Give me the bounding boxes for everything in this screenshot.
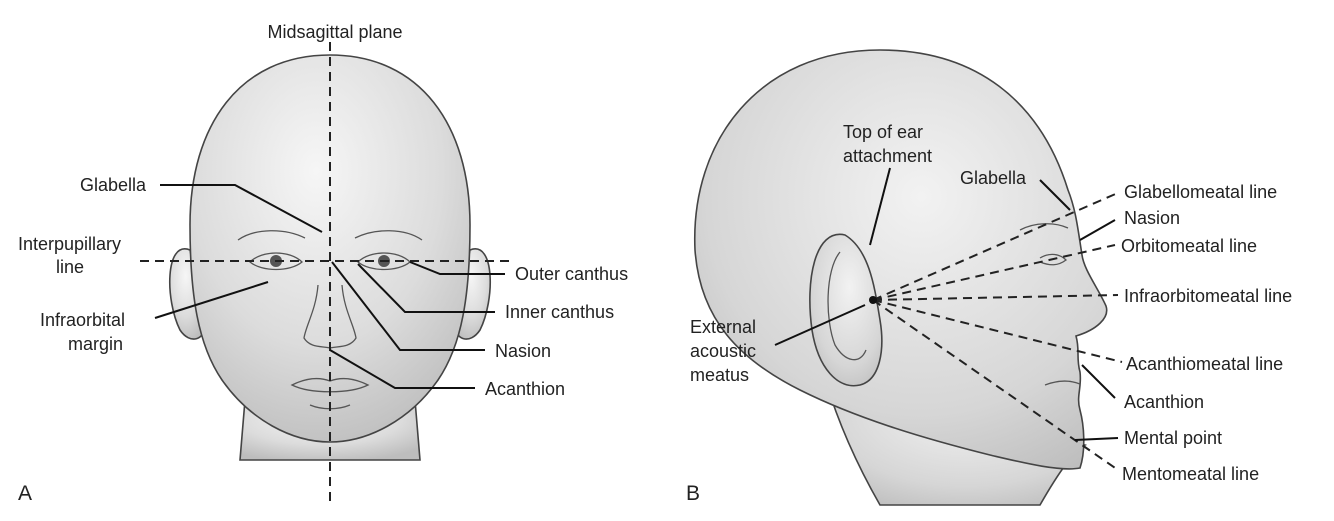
- eam-point: [869, 296, 877, 304]
- top-ear-leader: [869, 167, 891, 246]
- acanthion-label-a: Acanthion: [485, 379, 565, 399]
- glabella-leader-b: [1039, 179, 1071, 211]
- mouth-lateral: [1044, 380, 1081, 386]
- midsagittal-plane-label: Midsagittal plane: [267, 22, 402, 42]
- acanthiomeatal-line: [872, 299, 1123, 363]
- eam-label-2: acoustic: [690, 341, 756, 361]
- eye-lateral: [1039, 253, 1067, 266]
- nasion-leader: [331, 261, 485, 351]
- outer-canthus-label: Outer canthus: [515, 264, 628, 284]
- mental-point-leader: [1074, 437, 1119, 441]
- glabella-label-a: Glabella: [80, 175, 147, 195]
- inner-canthus-label: Inner canthus: [505, 302, 614, 322]
- head-front: [189, 54, 471, 443]
- panel-b-letter: B: [686, 482, 700, 505]
- mentomeatal-label: Mentomeatal line: [1122, 464, 1259, 484]
- panel-b: Top of ear attachment Glabella Glabellom…: [686, 49, 1292, 506]
- mentomeatal-line: [872, 299, 1119, 471]
- mental-point-label: Mental point: [1124, 428, 1222, 448]
- infraorbital-label-2: margin: [68, 334, 123, 354]
- left-eye: [249, 252, 303, 271]
- infraorbital-leader: [154, 281, 269, 319]
- panel-a: Midsagittal plane Glabella Interpupillar…: [18, 22, 628, 505]
- eam-label-1: External: [690, 317, 756, 337]
- infraorbitomeatal-label: Infraorbitomeatal line: [1124, 286, 1292, 306]
- glabella-leader: [160, 184, 323, 233]
- nasion-leader-b: [1079, 219, 1116, 241]
- ear-inner-fold: [827, 251, 867, 361]
- acanthion-leader-b: [1081, 364, 1116, 399]
- right-eyebrow: [354, 230, 423, 241]
- acanthiomeatal-label: Acanthiomeatal line: [1126, 354, 1283, 374]
- outer-canthus-leader: [409, 261, 505, 275]
- acanthion-label-b: Acanthion: [1124, 392, 1204, 412]
- nasion-label-b: Nasion: [1124, 208, 1180, 228]
- eyebrow-lateral: [1019, 223, 1069, 231]
- eam-label-3: meatus: [690, 365, 749, 385]
- eam-leader: [774, 304, 866, 346]
- infraorbitomeatal-line: [872, 294, 1119, 301]
- head-lateral: [694, 49, 1108, 470]
- infraorbital-label-1: Infraorbital: [40, 310, 125, 330]
- ear-lateral: [809, 233, 883, 387]
- left-eyebrow: [237, 230, 306, 241]
- inner-canthus-leader: [357, 263, 495, 313]
- mouth-front: [290, 377, 370, 393]
- nasion-label-a: Nasion: [495, 341, 551, 361]
- acanthion-leader: [329, 349, 475, 389]
- orbitomeatal-line: [872, 244, 1116, 301]
- top-ear-label-2: attachment: [843, 146, 932, 166]
- orbitomeatal-label: Orbitomeatal line: [1121, 236, 1257, 256]
- interpupillary-label-1: Interpupillary: [18, 234, 121, 254]
- panel-a-letter: A: [18, 482, 32, 505]
- top-ear-label-1: Top of ear: [843, 122, 923, 142]
- glabellomeatal-label: Glabellomeatal line: [1124, 182, 1277, 202]
- glabella-label-b: Glabella: [960, 168, 1027, 188]
- interpupillary-label-2: line: [56, 257, 84, 277]
